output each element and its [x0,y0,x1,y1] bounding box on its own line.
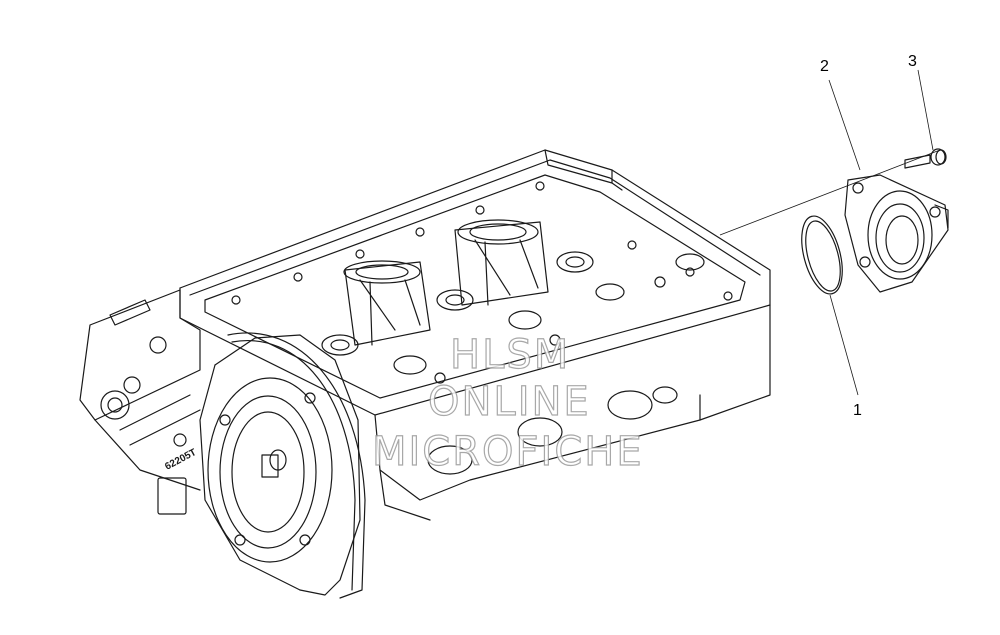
lower-ports [427,386,678,475]
watermark-line-3: MICROFICHE [372,429,644,475]
assembly-axis [719,149,941,236]
leader-line-1 [829,294,859,396]
rail-bolt-bosses [231,181,733,305]
watermark: HLSM ONLINE MICROFICHE [371,331,644,475]
cam-towers [343,219,549,346]
callout-3: 3 [908,53,917,70]
timing-housing [199,334,361,596]
leader-line-3 [917,69,934,151]
callout-1: 1 [853,402,862,419]
callout-2: 2 [820,58,829,75]
o-ring-gasket [801,215,843,295]
valve-pockets [321,251,705,384]
seal-arc [227,332,366,599]
watermark-line-1: HLSM [450,332,570,378]
watermark-line-2: ONLINE [428,379,591,425]
bolt [904,148,947,169]
leader-line-2 [828,79,861,171]
cover-plate [844,174,949,293]
part-stamp: 62205T [163,447,198,473]
cylinder-head: 62205T [79,149,771,599]
